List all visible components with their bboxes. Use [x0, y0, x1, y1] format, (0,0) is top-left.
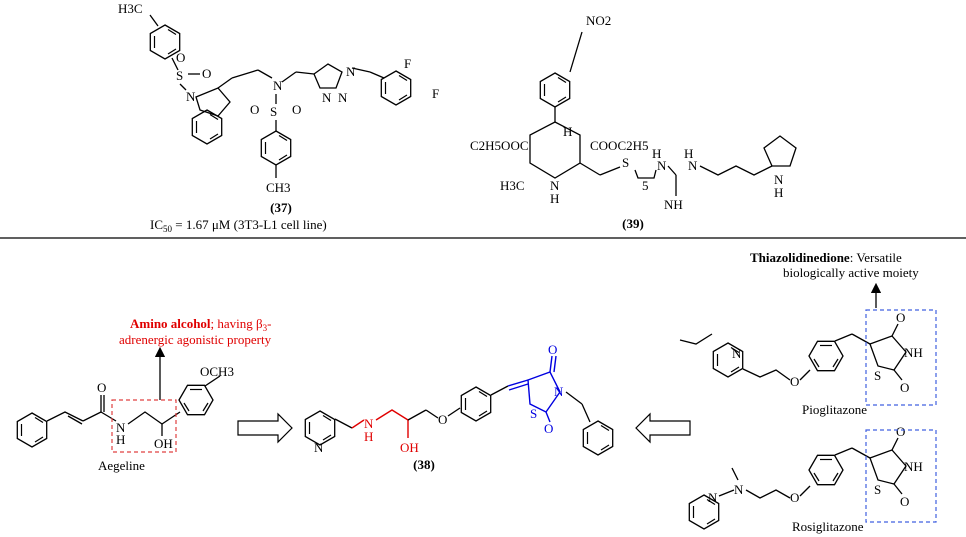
- c39-h-ring: H: [550, 191, 559, 206]
- c37-ch3-top: H3C: [118, 1, 143, 16]
- c39-nh-ring: N: [550, 178, 560, 193]
- c39-no2: NO2: [586, 13, 611, 28]
- c37-n-tz2: N: [338, 90, 348, 105]
- aegeline-h: H: [116, 432, 125, 447]
- tzd-annotation-line1: Thiazolidinedione: Versatile: [750, 250, 902, 265]
- c37-n-sulfonamide: N: [273, 78, 283, 93]
- aegeline-n: N: [116, 420, 126, 435]
- c39-id: (39): [622, 216, 644, 231]
- c38-o-bottom: O: [544, 421, 553, 436]
- rosi-tzd-highlight-box: [865, 429, 937, 523]
- aegeline-name: Aegeline: [98, 458, 145, 473]
- pio-o: O: [790, 374, 799, 389]
- c37-s1: S: [176, 68, 183, 83]
- rosi-n-me: N: [734, 482, 744, 497]
- c37-o2: O: [176, 50, 185, 65]
- amino-alcohol-annotation-line1: Amino alcohol; having β3-: [130, 316, 272, 333]
- compound-38-structure: N N H OH O S N O O: [304, 342, 614, 456]
- c39-h: H: [563, 124, 572, 139]
- c38-n-tzd: N: [554, 384, 564, 399]
- c39-s: S: [622, 155, 629, 170]
- rosi-o2: O: [900, 494, 909, 509]
- rosi-o: O: [790, 490, 799, 505]
- c37-n-indole: N: [186, 89, 196, 104]
- c37-f1: F: [404, 56, 411, 71]
- c38-o-top: O: [548, 342, 557, 357]
- c39-h1: H: [652, 146, 661, 161]
- c37-id: (37): [270, 200, 292, 215]
- c37-f2: F: [432, 86, 439, 101]
- hollow-arrow-left: [635, 412, 691, 444]
- c39-h2: H: [684, 146, 693, 161]
- c39-nh1: N: [657, 158, 667, 173]
- pioglitazone-name: Pioglitazone: [802, 402, 867, 417]
- pio-o1: O: [896, 310, 905, 325]
- c37-n-tz3: N: [346, 64, 356, 79]
- c39-n-pyrrole: N: [774, 172, 784, 187]
- tzd-annotation-line2: biologically active moiety: [783, 265, 919, 280]
- rosi-n-pyr: N: [708, 490, 718, 505]
- compound-37-structure: H3C S O O N N N N N F F S O O CH3: [118, 1, 439, 195]
- rosiglitazone-name: Rosiglitazone: [792, 519, 864, 534]
- c39-nh-imine: NH: [664, 197, 683, 212]
- compound-39-structure: NO2 H C2H5OOC COOC2H5 H3C N H S 5 N H NH…: [470, 13, 797, 212]
- pio-n: N: [732, 346, 742, 361]
- pioglitazone-structure: N O S NH O O: [679, 310, 923, 395]
- rosi-nh: NH: [904, 459, 923, 474]
- c37-o3: O: [250, 102, 259, 117]
- rosiglitazone-structure: N N O S NH O O: [688, 424, 923, 530]
- aegeline-o: O: [97, 380, 106, 395]
- c39-ester-left: C2H5OOC: [470, 138, 529, 153]
- c38-oh: OH: [400, 440, 419, 455]
- c39-sub5: 5: [642, 178, 649, 193]
- c38-n-amine: N: [364, 416, 374, 431]
- c37-s2: S: [270, 104, 277, 119]
- c38-n-pyr: N: [314, 440, 324, 455]
- c37-ch3-bottom: CH3: [266, 180, 291, 195]
- rosi-s: S: [874, 482, 881, 497]
- pio-tzd-highlight-box: [865, 309, 937, 406]
- c38-o-ether: O: [438, 412, 447, 427]
- c38-h-amine: H: [364, 429, 373, 444]
- c39-h-pyrrole: H: [774, 185, 783, 200]
- c38-id: (38): [413, 457, 435, 472]
- c39-ester-right: COOC2H5: [590, 138, 649, 153]
- c38-s: S: [530, 406, 537, 421]
- aegeline-structure: O N H OH OCH3: [16, 364, 234, 451]
- rosi-o1: O: [896, 424, 905, 439]
- c37-n-tz1: N: [322, 90, 332, 105]
- aegeline-och3: OCH3: [200, 364, 234, 379]
- c39-h3c: H3C: [500, 178, 525, 193]
- amino-alcohol-highlight-box: [111, 399, 177, 453]
- pio-nh: NH: [904, 345, 923, 360]
- c39-nh2: N: [688, 158, 698, 173]
- c37-ic50-label: IC50 = 1.67 μM (3T3-L1 cell line): [150, 217, 327, 234]
- c37-o4: O: [292, 102, 301, 117]
- c37-o1: O: [202, 66, 211, 81]
- pio-s: S: [874, 368, 881, 383]
- amino-alcohol-annotation-line2: adrenergic agonistic property: [119, 332, 272, 347]
- aegeline-oh: OH: [154, 436, 173, 451]
- hollow-arrow-right: [237, 412, 293, 444]
- pio-o2: O: [900, 380, 909, 395]
